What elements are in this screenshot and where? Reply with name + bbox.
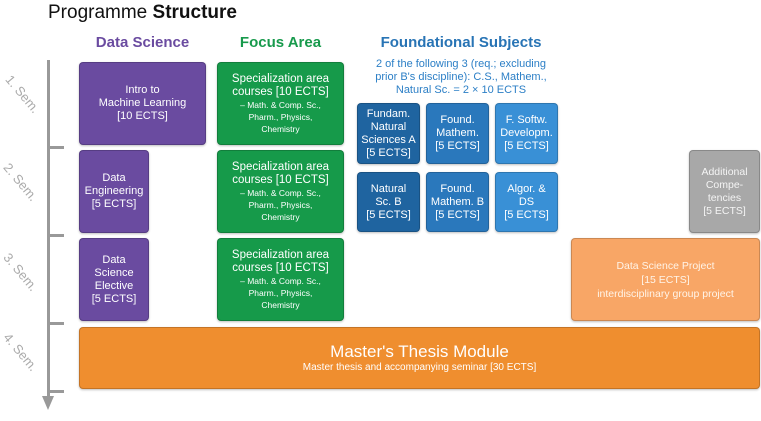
module-text: Data: [102, 253, 126, 266]
module-text: [5 ECTS]: [366, 146, 411, 159]
column-header-focus-area: Focus Area: [239, 34, 322, 51]
module-additional-competencies[interactable]: Additional Compe- tencies [5 ECTS]: [689, 150, 760, 233]
module-text: [5 ECTS]: [91, 292, 137, 305]
module-text: Machine Learning: [98, 97, 187, 109]
module-natural-sc-b[interactable]: Natural Sc. B [5 ECTS]: [357, 172, 420, 232]
timeline-arrow-icon: [42, 396, 54, 410]
semester-label-1: 1. Sem.: [2, 72, 43, 116]
semester-label-2: 2. Sem.: [0, 160, 41, 204]
module-subtext: Chemistry: [261, 211, 300, 222]
module-text: [5 ECTS]: [703, 204, 746, 217]
module-subtext: Pharm., Physics,: [248, 111, 313, 122]
module-text: courses [10 ECTS]: [232, 261, 329, 274]
module-text: Algor. &: [507, 182, 546, 195]
module-text: Intro to: [125, 84, 160, 96]
semester-label-4: 4. Sem.: [0, 330, 41, 374]
note-line: Natural Sc. = 2 × 10 ECTS: [395, 84, 527, 96]
thesis-subtitle: Master thesis and accompanying seminar […: [302, 362, 537, 373]
module-text: Data Science Project: [616, 259, 715, 272]
module-intro-ml[interactable]: Intro to Machine Learning [10 ECTS]: [79, 62, 206, 145]
module-fund-natural-sciences-a[interactable]: Fundam. Natural Sciences A [5 ECTS]: [357, 103, 420, 164]
module-text: Fundam.: [366, 107, 411, 120]
timeline-tick: [50, 146, 64, 149]
module-text: F. Softw.: [505, 114, 548, 126]
module-data-engineering[interactable]: Data Engineering [5 ECTS]: [79, 150, 149, 233]
module-algor-ds[interactable]: Algor. & DS [5 ECTS]: [495, 172, 558, 232]
module-subtext: – Math. & Comp. Sc.,: [240, 275, 321, 286]
title-normal: Programme: [48, 2, 153, 23]
column-header-data-science: Data Science: [95, 34, 190, 51]
module-text: Sc. B: [375, 195, 402, 208]
note-line: 2 of the following 3 (req.; excluding: [376, 58, 546, 70]
module-text: courses [10 ECTS]: [232, 85, 329, 98]
module-text: [10 ECTS]: [117, 110, 168, 122]
module-text: [5 ECTS]: [504, 208, 549, 221]
module-subtext: Pharm., Physics,: [248, 199, 313, 210]
module-text: DS: [518, 195, 535, 208]
semester-label-3: 3. Sem.: [0, 250, 41, 294]
note-line: prior B's discipline): C.S., Mathem.,: [375, 71, 547, 83]
module-text: Additional: [701, 165, 748, 178]
module-text: Specialization area: [231, 160, 330, 173]
module-text: Found.: [440, 114, 475, 126]
foundational-note: 2 of the following 3 (req.; excluding pr…: [352, 58, 570, 97]
module-text: Engineering: [84, 185, 144, 197]
module-subtext: Chemistry: [261, 123, 300, 134]
module-specialization-sem1[interactable]: Specialization area courses [10 ECTS] – …: [217, 62, 344, 145]
module-text: tencies: [707, 191, 742, 204]
module-text: Natural: [370, 182, 407, 195]
module-text: Specialization area: [231, 248, 330, 261]
timeline-tick: [50, 234, 64, 237]
module-text: Data: [102, 172, 126, 184]
module-text: [5 ECTS]: [435, 208, 480, 221]
module-text: Elective: [94, 279, 134, 292]
module-found-mathem[interactable]: Found. Mathem. [5 ECTS]: [426, 103, 489, 164]
module-text: [5 ECTS]: [91, 198, 137, 210]
module-specialization-sem2[interactable]: Specialization area courses [10 ECTS] – …: [217, 150, 344, 233]
module-data-science-project[interactable]: Data Science Project [15 ECTS] interdisc…: [571, 238, 760, 321]
module-text: interdisciplinary group project: [597, 287, 734, 300]
module-text: Found.: [440, 182, 475, 195]
module-text: Sciences A: [361, 133, 416, 146]
module-text: Mathem. B: [430, 195, 485, 208]
page-title: Programme Structure: [48, 2, 237, 24]
module-text: [5 ECTS]: [366, 208, 411, 221]
module-text: Natural: [370, 120, 407, 133]
title-bold: Structure: [152, 2, 237, 23]
module-text: courses [10 ECTS]: [232, 173, 329, 186]
timeline-axis: [47, 60, 50, 398]
module-text: Specialization area: [231, 72, 330, 85]
module-subtext: Pharm., Physics,: [248, 287, 313, 298]
module-ds-elective[interactable]: Data Science Elective [5 ECTS]: [79, 238, 149, 321]
module-masters-thesis[interactable]: Master's Thesis Module Master thesis and…: [79, 327, 760, 389]
module-text: Science: [94, 266, 134, 279]
module-text: Developm.: [500, 127, 553, 139]
module-text: [15 ECTS]: [641, 273, 690, 286]
module-f-softw-developm[interactable]: F. Softw. Developm. [5 ECTS]: [495, 103, 558, 164]
module-specialization-sem3[interactable]: Specialization area courses [10 ECTS] – …: [217, 238, 344, 321]
column-header-foundational: Foundational Subjects: [380, 34, 542, 51]
thesis-title: Master's Thesis Module: [330, 342, 509, 361]
module-subtext: Chemistry: [261, 299, 300, 310]
module-subtext: – Math. & Comp. Sc.,: [240, 99, 321, 110]
module-text: [5 ECTS]: [435, 140, 480, 152]
module-found-mathem-b[interactable]: Found. Mathem. B [5 ECTS]: [426, 172, 489, 232]
timeline-tick: [50, 322, 64, 325]
timeline-tick: [50, 390, 64, 393]
module-text: Mathem.: [436, 127, 479, 139]
module-subtext: – Math. & Comp. Sc.,: [240, 187, 321, 198]
module-text: [5 ECTS]: [504, 140, 549, 152]
module-text: Compe-: [705, 178, 744, 191]
